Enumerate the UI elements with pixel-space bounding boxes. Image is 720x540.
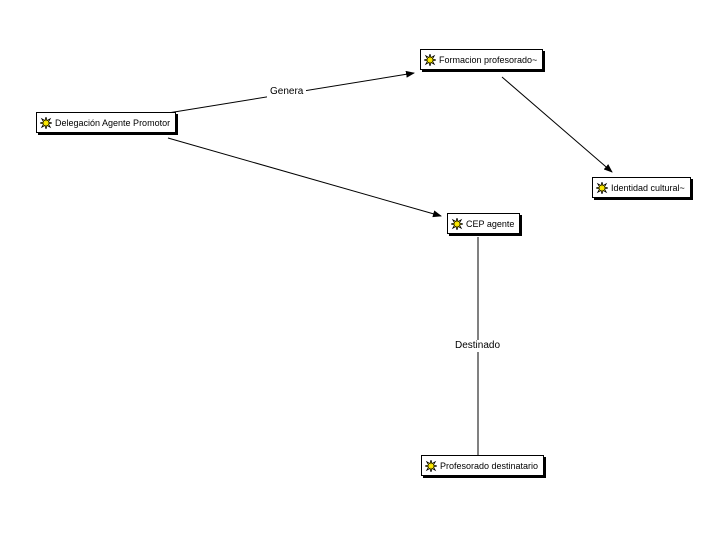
node-label: Delegación Agente Promotor xyxy=(55,117,171,128)
node-formacion-profesorado[interactable]: Formacion profesorado~ xyxy=(420,49,544,70)
edge-line-formacion-identidad[interactable] xyxy=(501,76,613,173)
node-profesorado-destinatario[interactable]: Profesorado destinatario xyxy=(421,455,545,476)
star-icon xyxy=(425,459,437,472)
node-delegacion-agente-promotor[interactable]: Delegación Agente Promotor xyxy=(36,112,177,133)
edge-label-destinado[interactable]: Destinado xyxy=(452,340,504,352)
node-label: Identidad cultural~ xyxy=(611,182,685,193)
star-icon xyxy=(451,217,463,230)
node-label: Formacion profesorado~ xyxy=(439,54,538,65)
star-icon xyxy=(40,116,52,129)
edge-line-delegacion-cep[interactable] xyxy=(167,137,442,218)
star-icon xyxy=(596,181,608,194)
edge-label-genera[interactable]: Genera xyxy=(267,86,307,98)
node-label: CEP agente xyxy=(466,218,515,229)
node-cep-agente[interactable]: CEP agente xyxy=(447,213,521,234)
node-label: Profesorado destinatario xyxy=(440,460,539,471)
star-icon xyxy=(424,53,436,66)
node-identidad-cultural[interactable]: Identidad cultural~ xyxy=(592,177,691,198)
